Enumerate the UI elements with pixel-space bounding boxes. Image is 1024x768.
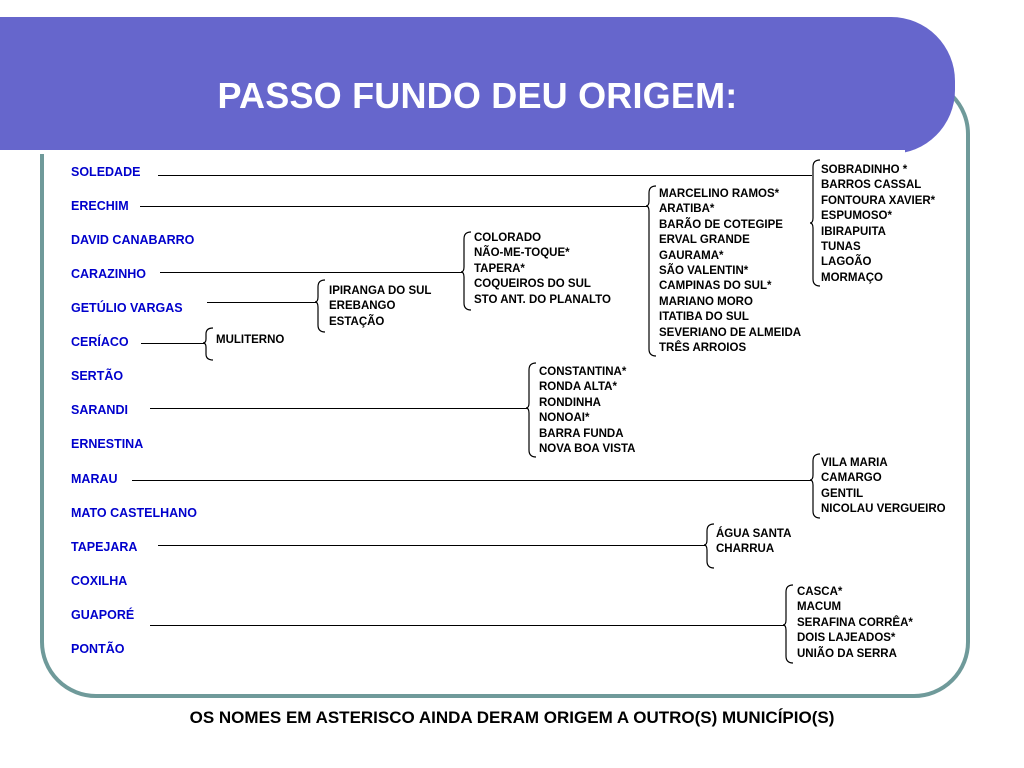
group-item: RONDA ALTA*	[539, 381, 617, 394]
group-item: MULITERNO	[216, 334, 285, 346]
municipality-sarandi: SARANDI	[71, 403, 128, 417]
group-item: DOIS LAJEADOS*	[797, 632, 896, 645]
group-item: GAURAMA*	[659, 249, 724, 262]
connector-line-guapore	[150, 625, 784, 626]
group-item: GENTIL	[821, 487, 864, 500]
group-item: IBIRAPUITA	[821, 225, 886, 238]
group-item: UNIÃO DA SERRA	[797, 647, 897, 660]
brace-ceriaco	[203, 327, 214, 361]
group-item: ÁGUA SANTA	[716, 528, 792, 540]
group-carazinho: COLORADO NÃO-ME-TOQUE* TAPERA* COQUEIROS…	[474, 231, 611, 308]
brace-getulio-vargas	[315, 279, 326, 333]
group-item: MACUM	[797, 601, 842, 614]
brace-soledade	[810, 159, 821, 287]
group-item: BARROS CASSAL	[821, 179, 922, 192]
group-item: SOBRADINHO *	[821, 164, 908, 176]
group-item: CONSTANTINA*	[539, 366, 627, 378]
group-item: ESTAÇÃO	[329, 315, 385, 328]
municipality-mato-castelhano: MATO CASTELHANO	[71, 506, 197, 520]
municipality-pontao: PONTÃO	[71, 642, 125, 656]
group-item: BARÃO DE COTEGIPE	[659, 218, 783, 231]
group-tapejara: ÁGUA SANTA CHARRUA	[716, 527, 791, 558]
group-item: BARRA FUNDA	[539, 427, 624, 440]
group-item: COQUEIROS DO SUL	[474, 278, 591, 291]
group-guapore: CASCA* MACUM SERAFINA CORRÊA* DOIS LAJEA…	[797, 585, 913, 662]
municipality-david-canabarro: DAVID CANABARRO	[71, 233, 195, 247]
group-item: CASCA*	[797, 586, 843, 598]
group-item: CHARRUA	[716, 543, 775, 556]
connector-line-ceriaco	[141, 343, 205, 344]
municipality-tapejara: TAPEJARA	[71, 540, 138, 554]
group-item: MORMAÇO	[821, 271, 883, 284]
municipality-getulio-vargas: GETÚLIO VARGAS	[71, 301, 183, 315]
group-item: CAMPINAS DO SUL*	[659, 280, 772, 293]
group-item: ITATIBA DO SUL	[659, 311, 749, 324]
municipality-carazinho: CARAZINHO	[71, 267, 146, 281]
group-marau: VILA MARIA CAMARGO GENTIL NICOLAU VERGUE…	[821, 456, 946, 518]
group-item: VILA MARIA	[821, 457, 888, 469]
page-title: PASSO FUNDO DEU ORIGEM:	[217, 75, 738, 116]
municipality-coxilha: COXILHA	[71, 574, 128, 588]
municipality-marau: MARAU	[71, 472, 118, 486]
connector-line-carazinho	[160, 272, 463, 273]
municipality-guapore: GUAPORÉ	[71, 608, 135, 622]
group-item: NONOAI*	[539, 412, 590, 425]
title-underline	[0, 150, 905, 154]
group-item: STO ANT. DO PLANALTO	[474, 293, 611, 306]
group-item: TUNAS	[821, 241, 861, 254]
municipality-soledade: SOLEDADE	[71, 165, 141, 179]
group-item: FONTOURA XAVIER*	[821, 194, 936, 207]
group-item: NOVA BOA VISTA	[539, 443, 636, 456]
group-item: SÃO VALENTIN*	[659, 265, 749, 278]
group-item: RONDINHA	[539, 396, 601, 409]
group-item: ERVAL GRANDE	[659, 234, 750, 247]
group-ceriaco: MULITERNO	[216, 333, 284, 348]
group-item: SEVERIANO DE ALMEIDA	[659, 326, 802, 339]
group-item: COLORADO	[474, 232, 542, 244]
group-item: IPIRANGA DO SUL	[329, 285, 432, 297]
brace-marau	[810, 453, 821, 519]
group-sarandi: CONSTANTINA* RONDA ALTA* RONDINHA NONOAI…	[539, 365, 635, 457]
group-item: NICOLAU VERGUEIRO	[821, 503, 946, 516]
footnote: OS NOMES EM ASTERISCO AINDA DERAM ORIGEM…	[189, 708, 835, 727]
connector-line-erechim	[140, 206, 648, 207]
rounded-frame	[40, 78, 970, 698]
brace-tapejara	[704, 523, 715, 569]
connector-line-soledade	[158, 175, 812, 176]
connector-line-marau	[132, 480, 812, 481]
municipality-erechim: ERECHIM	[71, 199, 129, 213]
group-item: MARCELINO RAMOS*	[659, 188, 780, 200]
group-item: NÃO-ME-TOQUE*	[474, 247, 570, 260]
group-item: SERAFINA CORRÊA*	[797, 616, 913, 629]
connector-line-sarandi	[150, 408, 528, 409]
group-getulio-vargas: IPIRANGA DO SUL EREBANGO ESTAÇÃO	[329, 284, 431, 330]
group-item: CAMARGO	[821, 472, 882, 485]
brace-guapore	[783, 584, 794, 664]
municipality-ceriaco: CERÍACO	[71, 335, 129, 349]
municipality-ernestina: ERNESTINA	[71, 437, 144, 451]
brace-erechim	[646, 185, 657, 357]
group-item: TRÊS ARROIOS	[659, 342, 747, 355]
group-item: LAGOÃO	[821, 256, 872, 269]
brace-carazinho	[461, 231, 472, 311]
connector-line-getulio-vargas	[207, 302, 317, 303]
group-soledade: SOBRADINHO * BARROS CASSAL FONTOURA XAVI…	[821, 163, 935, 286]
group-item: TAPERA*	[474, 262, 525, 275]
group-item: EREBANGO	[329, 300, 396, 313]
brace-sarandi	[526, 362, 537, 458]
group-item: MARIANO MORO	[659, 295, 753, 308]
group-item: ARATIBA*	[659, 203, 715, 216]
municipality-sertao: SERTÃO	[71, 369, 124, 383]
group-erechim: MARCELINO RAMOS* ARATIBA* BARÃO DE COTEG…	[659, 187, 801, 356]
title-banner: PASSO FUNDO DEU ORIGEM:	[0, 17, 955, 154]
connector-line-tapejara	[158, 545, 706, 546]
group-item: ESPUMOSO*	[821, 210, 892, 223]
